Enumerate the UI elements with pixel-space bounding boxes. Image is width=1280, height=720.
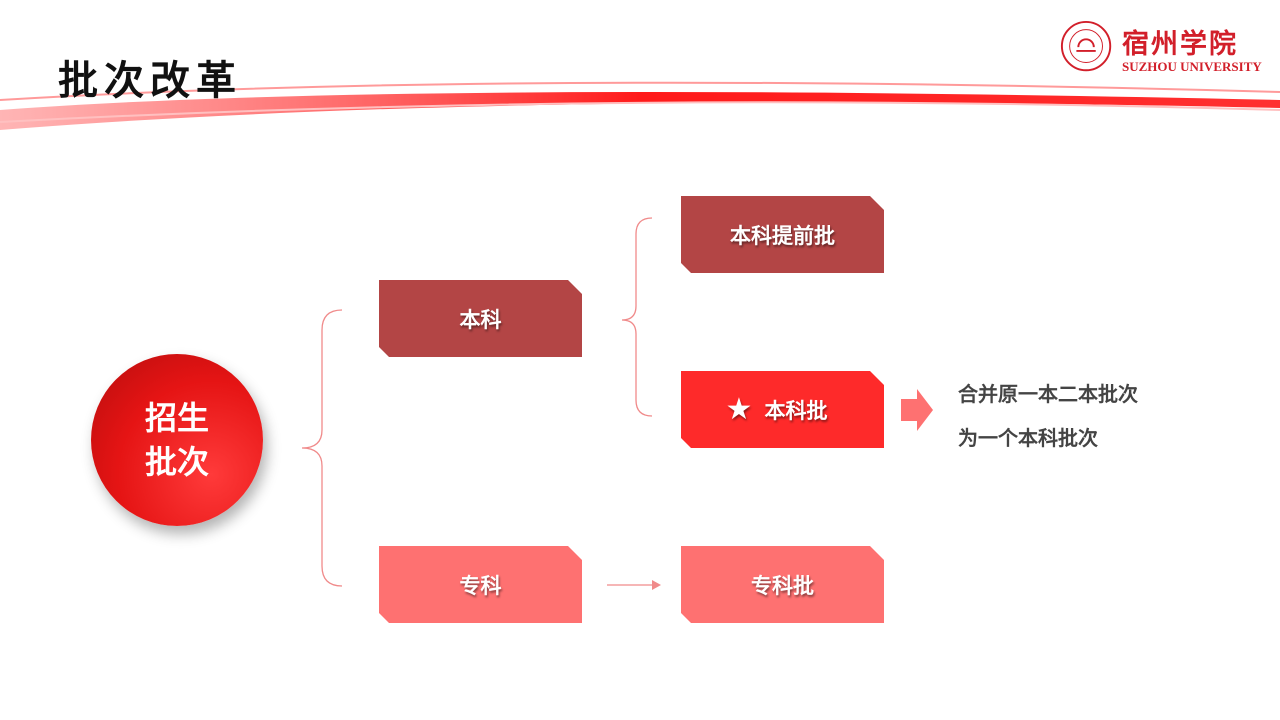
logo-chinese: 宿州学院: [1122, 29, 1238, 60]
block-arrow-icon: [901, 389, 933, 431]
arrow-head-icon: [652, 580, 661, 590]
note-line2: 为一个本科批次: [958, 426, 1098, 450]
node-early-batch: 本科提前批: [681, 196, 884, 273]
root-line1: 招生: [144, 399, 209, 437]
root-line2: 批次: [144, 443, 209, 481]
star-icon: ★: [725, 392, 753, 427]
big-brace: [301, 309, 343, 587]
note: 合并原一本二本批次 为一个本科批次: [958, 372, 1138, 460]
note-line1: 合并原一本二本批次: [958, 382, 1138, 406]
page-title: 批次改革: [58, 58, 242, 104]
small-brace: [621, 217, 653, 417]
main-batch-label: 本科批: [764, 398, 828, 423]
university-seal-icon: [1060, 20, 1112, 72]
node-junior: 专科: [379, 546, 582, 623]
header-swoosh: [0, 81, 1280, 130]
node-main-batch: ★ 本科批: [681, 371, 884, 448]
logo-english: SUZHOU UNIVERSITY: [1122, 59, 1262, 74]
root-node: 招生 批次: [91, 354, 263, 526]
node-undergrad: 本科: [379, 280, 582, 357]
node-junior-batch: 专科批: [681, 546, 884, 623]
